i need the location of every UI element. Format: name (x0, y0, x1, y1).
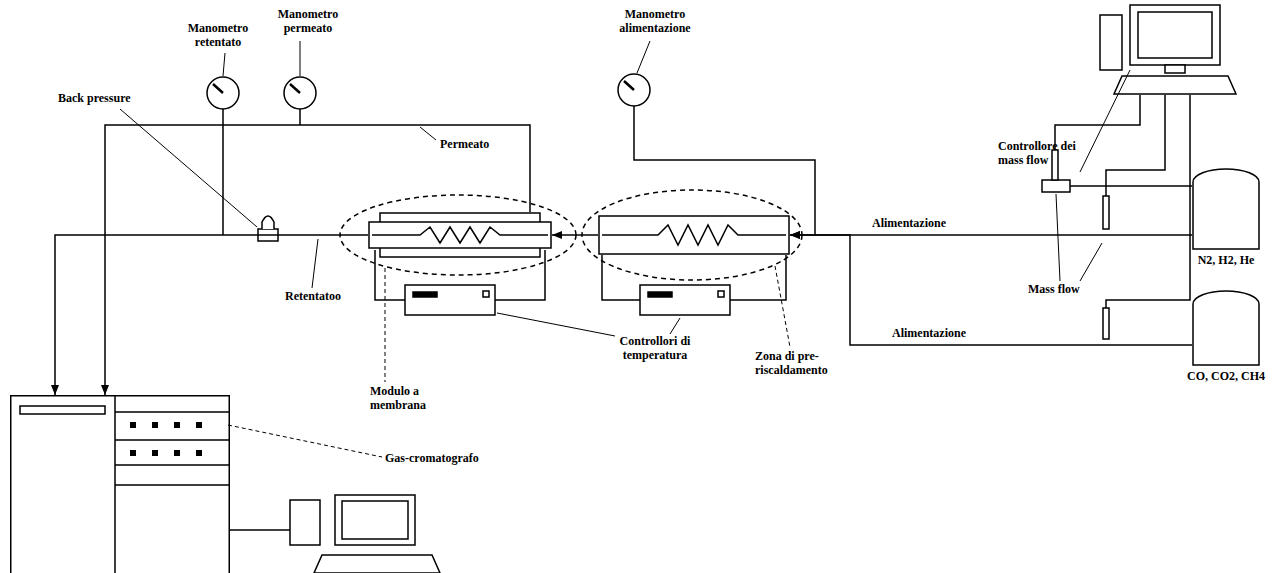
controller-button (718, 291, 724, 297)
flow-line (105, 125, 530, 395)
preheat-zone-outline (582, 190, 802, 280)
membrane-module-shape (368, 212, 552, 258)
back-pressure-valve (262, 216, 274, 229)
computer-stand (1165, 65, 1185, 73)
flow-label: Retentatoo (283, 290, 343, 304)
computer-tower (1100, 15, 1122, 70)
mass-flow-stem (1052, 150, 1058, 180)
gas-cylinder-shape (1192, 290, 1260, 366)
manometer-needle (213, 81, 634, 93)
gas-cylinder-shape (1192, 168, 1260, 250)
gas-cylinder: CO, CO2, CH4 (1192, 290, 1260, 366)
flow-line (55, 235, 368, 395)
gas-chromatograph-shape (10, 395, 230, 573)
computer-monitor (1130, 5, 1220, 65)
flow-line (790, 235, 1192, 345)
node-label: N2, H2, He (1180, 254, 1272, 268)
flow-line (552, 234, 598, 236)
cylinder-body (1193, 169, 1259, 249)
data-cable (230, 529, 290, 531)
node-label: CO, CO2, CH4 (1180, 370, 1272, 384)
heating-element (372, 227, 548, 243)
controller-display (648, 292, 672, 297)
flow-label: Alimentazione (890, 327, 968, 341)
preheating-zone-shape (598, 215, 790, 255)
heating-element (602, 225, 786, 245)
mass-flow-label: Mass flow (1028, 283, 1092, 297)
chromatograph-body (11, 396, 230, 573)
temperature-controller (405, 285, 495, 315)
mass-flow-stem (1103, 196, 1109, 229)
computer-keyboard (314, 555, 440, 573)
membrane-module: Modulo a membrana (368, 212, 552, 258)
computer-screen (1138, 12, 1212, 58)
node-label: Modulo a membrana (370, 385, 460, 413)
flow-label: Permeato (438, 138, 491, 152)
callout-leader (228, 266, 790, 457)
controller-label: Controllori di temperatura (605, 335, 705, 363)
gas-line (1070, 185, 1192, 187)
gas-cylinder: N2, H2, He (1192, 168, 1260, 250)
mass-flow-stem (1103, 308, 1109, 339)
computer-keyboard (1114, 76, 1236, 94)
manometer-label: Manometro alimentazione (605, 8, 705, 36)
node-label: Zona di pre-riscaldamento (755, 350, 855, 378)
manometer-label: Manometro retentato (178, 22, 258, 50)
chromatograph-panel (115, 395, 230, 573)
chromatograph-slot (20, 406, 105, 414)
cylinder-body (1193, 291, 1259, 365)
heater-box (599, 216, 789, 254)
controller-button (483, 291, 489, 297)
control-wire (1055, 95, 1190, 308)
manometer-label: Manometro permeato (268, 8, 348, 36)
controller-display (413, 292, 437, 297)
leader-line (120, 41, 1130, 336)
membrane-tube (369, 222, 551, 248)
node-label: Gas-cromatografo (385, 452, 515, 466)
mass-flow (1042, 180, 1070, 192)
chromatograph-buttons (130, 422, 202, 456)
preheating-zone: Zona di pre-riscaldamento (598, 215, 790, 255)
computer-label: Controllore dei mass flow (998, 140, 1088, 168)
computer-tower (290, 500, 320, 545)
gas-chromatograph: Gas-cromatografo (10, 395, 230, 573)
valve-label: Back pressure (58, 92, 158, 106)
computer-monitor (335, 495, 415, 545)
computer-screen (342, 501, 408, 539)
temperature-controller (640, 285, 730, 315)
flow-label: Alimentazione (870, 217, 948, 231)
